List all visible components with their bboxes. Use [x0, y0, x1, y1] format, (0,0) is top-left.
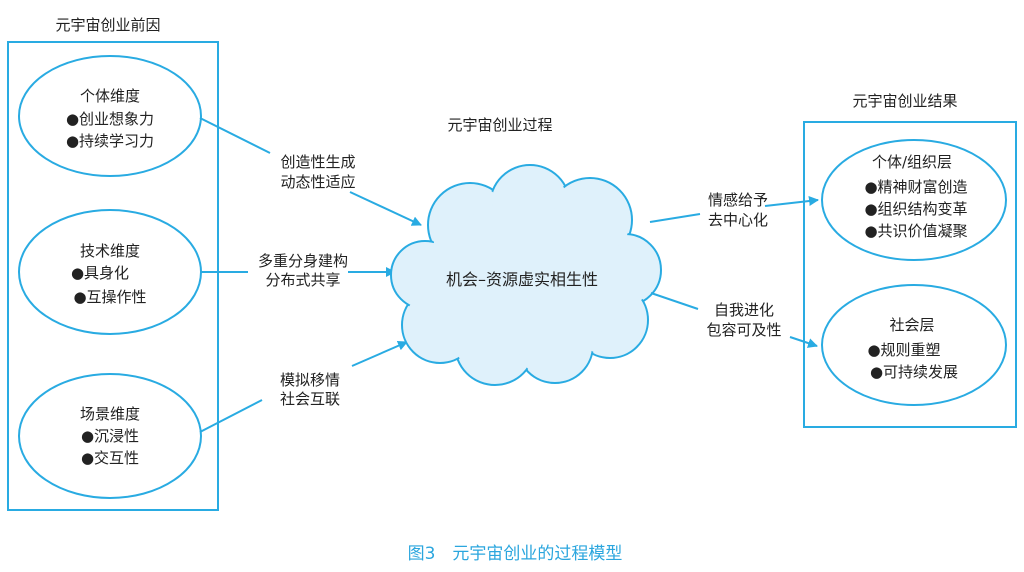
input-arrows	[199, 117, 422, 433]
node-title: 社会层	[889, 316, 934, 334]
link-label: 分布式共享	[265, 271, 340, 289]
node-item: ●组织结构变革	[864, 200, 967, 218]
node-item: ●持续学习力	[66, 132, 154, 150]
node-item: ●创业想象力	[66, 110, 154, 128]
outcome-individual-organization: 个体/组织层 ●精神财富创造 ●组织结构变革 ●共识价值凝聚	[821, 139, 1007, 261]
arrow-line	[650, 292, 699, 310]
antecedent-individual: 个体维度 ●创业想象力 ●持续学习力	[18, 55, 202, 177]
node-item: ●交互性	[81, 449, 139, 467]
antecedent-technology: 技术维度 ●具身化 ●互操作性	[18, 209, 202, 335]
arrow-line	[764, 196, 819, 207]
arrow-line	[199, 399, 263, 433]
link-label: 创造性生成	[280, 153, 355, 171]
antecedents-title: 元宇宙创业前因	[55, 16, 160, 34]
node-title: 技术维度	[80, 242, 140, 260]
cloud-core: 机会–资源虚实相生性	[390, 164, 662, 386]
node-item: ●共识价值凝聚	[864, 222, 967, 240]
link-label: 动态性适应	[280, 173, 355, 191]
antecedents-box	[7, 41, 219, 511]
node-title: 个体维度	[80, 87, 140, 105]
link-label: 模拟移情	[280, 371, 340, 389]
node-item: ●互操作性	[73, 288, 146, 306]
link-label: 包容可及性	[706, 321, 781, 339]
link-label: 社会互联	[280, 390, 340, 408]
figure-caption: 图3 元宇宙创业的过程模型	[408, 544, 623, 564]
node-item: ●规则重塑	[867, 341, 940, 359]
outcomes-title: 元宇宙创业结果	[852, 92, 957, 110]
process-title: 元宇宙创业过程	[447, 116, 552, 134]
node-item: ●可持续发展	[870, 363, 958, 381]
arrow-line	[649, 213, 701, 223]
node-item: ●具身化	[71, 264, 129, 282]
arrow-line	[199, 117, 271, 154]
outcomes-box	[803, 121, 1017, 428]
link-label: 自我进化	[714, 301, 774, 319]
node-item: ●精神财富创造	[864, 178, 967, 196]
node-title: 场景维度	[80, 405, 140, 423]
arrow-line	[349, 191, 422, 226]
core-label: 机会–资源虚实相生性	[446, 270, 598, 289]
node-item: ●沉浸性	[81, 427, 139, 445]
arrow-line	[351, 341, 408, 367]
antecedent-scenario: 场景维度 ●沉浸性 ●交互性	[18, 373, 202, 499]
link-label: 多重分身建构	[258, 252, 348, 270]
node-title: 个体/组织层	[872, 153, 952, 171]
outcome-society: 社会层 ●规则重塑 ●可持续发展	[821, 284, 1007, 406]
link-label: 情感给予	[708, 191, 768, 209]
link-label: 去中心化	[708, 211, 768, 229]
